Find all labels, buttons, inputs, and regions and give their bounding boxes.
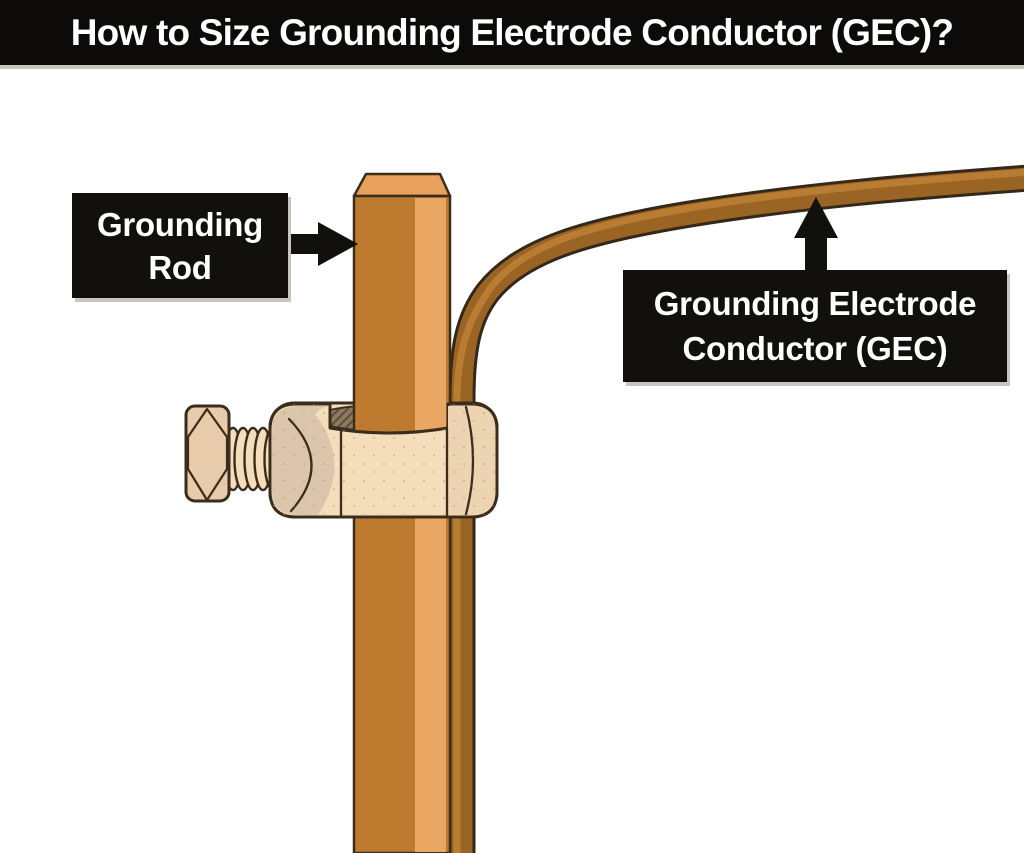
gec-wire: [448, 164, 1024, 853]
page-title: How to Size Grounding Electrode Conducto…: [70, 11, 954, 53]
title-bar: How to Size Grounding Electrode Conducto…: [0, 0, 1024, 69]
label-gec-line2: Conductor (GEC): [682, 330, 948, 367]
right-arrow-icon: [287, 222, 358, 266]
up-arrow-icon: [794, 197, 838, 272]
label-grounding-rod: Grounding Rod: [72, 193, 288, 298]
bolt-hex-head: [184, 404, 231, 503]
grounding-rod: [352, 172, 452, 853]
clamp-front: [268, 402, 499, 519]
label-grounding-rod-line1: Grounding: [97, 205, 263, 243]
label-gec: Grounding Electrode Conductor (GEC): [623, 270, 1007, 382]
label-gec-line1: Grounding Electrode: [653, 285, 977, 322]
label-grounding-rod-line2: Rod: [148, 248, 212, 286]
clamp-bolt: [184, 404, 293, 503]
